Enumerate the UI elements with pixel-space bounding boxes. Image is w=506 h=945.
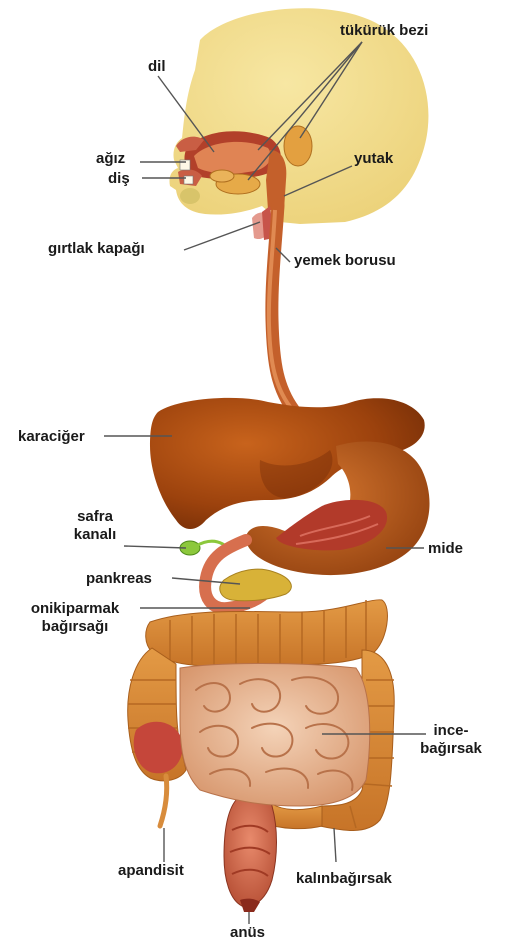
label-dis: diş — [108, 170, 130, 188]
chin-skin — [180, 188, 200, 204]
label-yutak: yutak — [354, 150, 393, 168]
label-mide: mide — [428, 540, 463, 558]
label-onikiparmak-bagirsagi: onikiparmak bağırsağı — [10, 600, 140, 636]
label-girtlak-kapagi: gırtlak kapağı — [48, 240, 145, 258]
leader-girtlak — [184, 222, 260, 250]
label-safra-line2: kanalı — [62, 526, 128, 544]
head-silhouette — [169, 8, 428, 224]
pancreas — [220, 569, 292, 601]
label-anus: anüs — [230, 924, 265, 942]
appendix — [160, 776, 167, 826]
label-tukuruk-bezi: tükürük bezi — [340, 22, 428, 40]
label-kalinbagirsak: kalınbağırsak — [296, 870, 392, 888]
label-safra-kanali: safra kanalı — [62, 508, 128, 544]
label-ince-line2: bağırsak — [404, 740, 498, 758]
leader-kalin — [334, 828, 336, 862]
label-onikiparmak-line2: bağırsağı — [10, 618, 140, 636]
label-safra-line1: safra — [62, 508, 128, 526]
anus-opening — [240, 899, 260, 912]
label-agiz: ağız — [96, 150, 125, 168]
label-onikiparmak-line1: onikiparmak — [10, 600, 140, 618]
label-pankreas: pankreas — [86, 570, 152, 588]
label-yemek-borusu: yemek borusu — [294, 252, 396, 270]
tooth — [184, 176, 193, 184]
label-karaciger: karaciğer — [18, 428, 85, 446]
label-apandisit: apandisit — [118, 862, 184, 880]
salivary-gland-sublingual — [210, 170, 234, 182]
leader-safra — [124, 546, 186, 548]
transverse-colon — [146, 600, 388, 667]
label-ince-line1: ince- — [404, 722, 498, 740]
label-ince-bagirsak: ince- bağırsak — [404, 722, 498, 758]
label-dil: dil — [148, 58, 166, 76]
